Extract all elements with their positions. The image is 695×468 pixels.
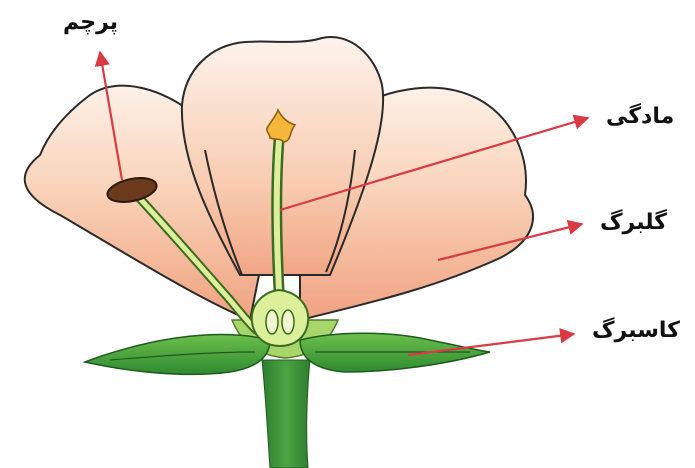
ovule-right bbox=[282, 310, 294, 334]
label-pistil: مادگی bbox=[606, 106, 674, 128]
label-stamen: پرچم bbox=[63, 12, 118, 34]
ovule-left bbox=[266, 310, 278, 334]
label-sepal: کاسبرگ bbox=[592, 320, 680, 342]
sepal-right bbox=[300, 333, 490, 372]
stem bbox=[262, 360, 310, 468]
pistil-style-inner bbox=[277, 140, 279, 290]
pistil-ovary bbox=[252, 290, 308, 346]
label-petal: گلبرگ bbox=[600, 212, 667, 234]
sepal-left bbox=[85, 335, 270, 375]
